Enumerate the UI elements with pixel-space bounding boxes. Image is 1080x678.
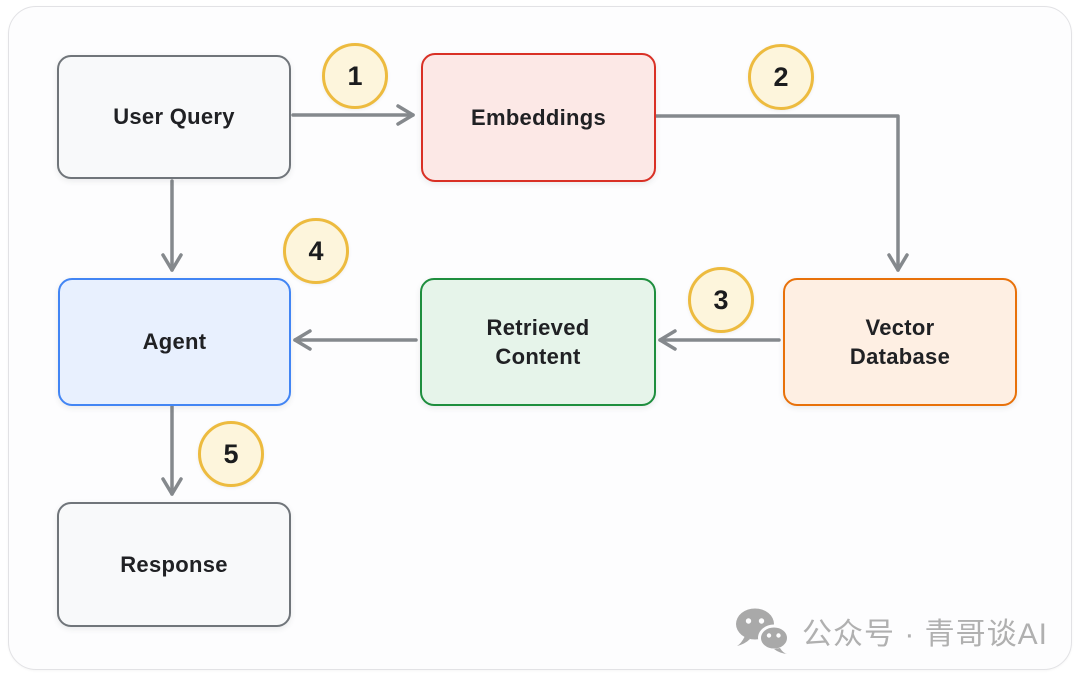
step-badge-1: 1 <box>322 43 388 109</box>
step-badge-3: 3 <box>688 267 754 333</box>
watermark: 公众号 · 青哥谈AI <box>734 607 1048 654</box>
step-badge-2: 2 <box>748 44 814 110</box>
step-badge-4: 4 <box>283 218 349 284</box>
node-retrieved-content: Retrieved Content <box>420 278 656 406</box>
node-embeddings: Embeddings <box>421 53 656 182</box>
step-badge-5: 5 <box>198 421 264 487</box>
watermark-text: 公众号 · 青哥谈AI <box>801 617 1048 651</box>
node-agent: Agent <box>58 278 291 406</box>
node-vector-database: Vector Database <box>783 278 1017 406</box>
node-response: Response <box>57 502 291 627</box>
node-user-query: User Query <box>57 55 291 179</box>
wechat-icon <box>735 608 790 654</box>
